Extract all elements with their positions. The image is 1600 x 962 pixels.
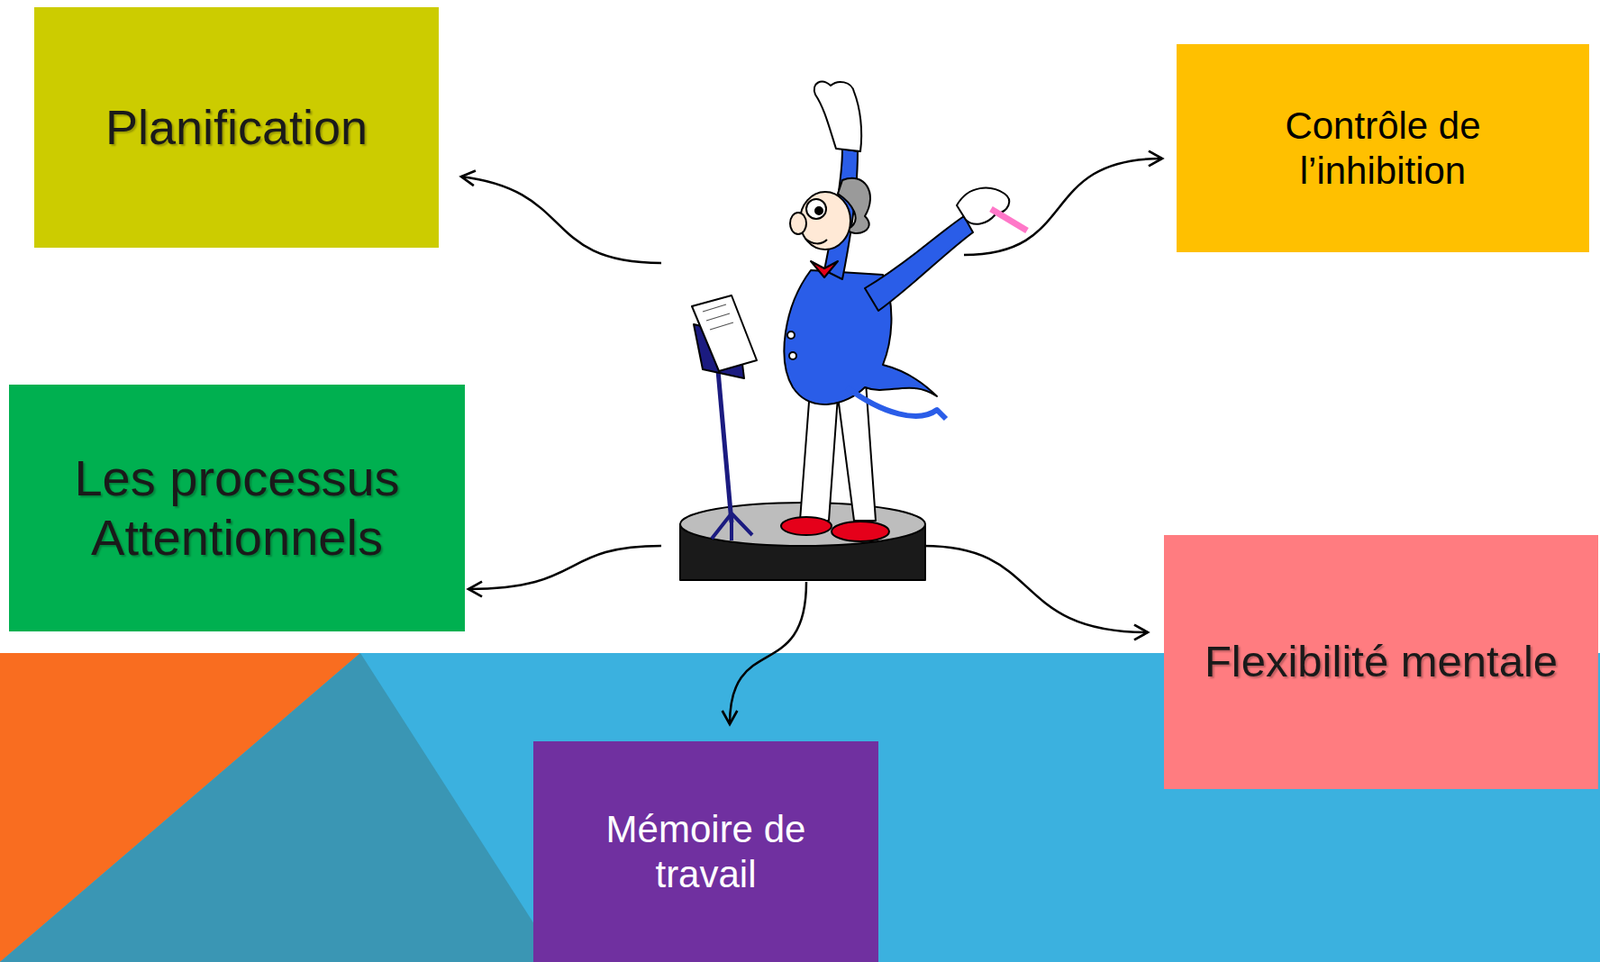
leader-arrow	[461, 176, 662, 264]
head	[800, 191, 851, 250]
bow-tie	[810, 261, 838, 278]
hand	[956, 188, 1010, 225]
coat-tail	[846, 387, 946, 419]
nose	[790, 212, 807, 235]
hair	[837, 178, 871, 234]
baton	[990, 209, 1028, 231]
shoe	[831, 521, 890, 542]
shoe	[781, 517, 832, 536]
stand-plate	[693, 324, 745, 379]
leader-arrow	[468, 545, 662, 590]
trousers	[800, 369, 876, 521]
concept-box: Mémoire de travail	[533, 741, 879, 962]
leader-arrow	[963, 158, 1163, 255]
arm	[824, 148, 858, 280]
box-label: Mémoire de travail	[587, 807, 825, 897]
score-lines	[702, 304, 734, 330]
box-label: Planification	[105, 99, 368, 157]
score-book	[691, 295, 757, 372]
leader-arrow	[923, 545, 1148, 633]
leader-arrow	[729, 581, 807, 725]
mouth	[805, 238, 828, 244]
box-label: Les processus Attentionnels	[63, 448, 411, 568]
box-label: Contrôle de l’inhibition	[1257, 103, 1509, 193]
podium-base	[680, 524, 926, 581]
coat-button	[787, 331, 795, 339]
arm	[864, 216, 973, 311]
conductor-illustration	[680, 81, 1028, 581]
box-label: Flexibilité mentale	[1204, 636, 1558, 689]
concept-box: Contrôle de l’inhibition	[1176, 44, 1590, 253]
leader-arrows	[461, 158, 1163, 725]
concept-box: Planification	[34, 7, 439, 248]
pupil	[815, 207, 823, 215]
concept-box: Les processus Attentionnels	[9, 384, 465, 632]
podium-top	[680, 502, 926, 546]
coat	[783, 270, 937, 405]
hand	[814, 81, 862, 152]
stand-pole	[717, 360, 732, 523]
stand-tripod	[711, 513, 753, 541]
coat-button	[789, 352, 797, 360]
eye	[806, 199, 827, 219]
teal-triangle	[0, 653, 559, 962]
concept-box: Flexibilité mentale	[1163, 535, 1599, 790]
